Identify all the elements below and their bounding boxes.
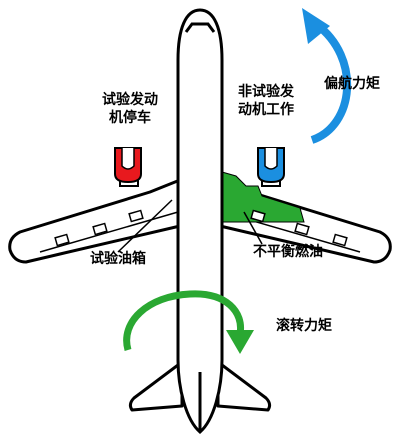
non-test-engine-working-label-line2: 动机工作 <box>238 101 294 118</box>
test-engine-stopped-label-line2: 机停车 <box>109 109 151 126</box>
left-wing-flap-line <box>39 211 179 253</box>
yaw-moment-label: 偏航力矩 <box>324 75 380 92</box>
unbalanced-fuel-label: 不平衡燃油 <box>253 243 323 260</box>
right-flap-fairing-1 <box>250 209 266 223</box>
test-fuel-tank-label: 试验油箱 <box>90 250 146 267</box>
left-horizontal-stabilizer <box>128 360 184 412</box>
left-flap-fairing-2 <box>92 222 108 236</box>
unbalanced-fuel-leader-line <box>243 211 263 245</box>
left-flap-fairing-1 <box>54 233 70 247</box>
yaw-moment-arrowhead <box>302 8 330 44</box>
right-engine-inlet <box>264 148 278 170</box>
left-flap-fairing-3 <box>128 209 144 223</box>
non-test-engine-working-label-line1: 非试验发 <box>238 83 295 100</box>
roll-moment-arrowhead <box>226 330 254 354</box>
test-engine-stopped-label-line1: 试验发动 <box>102 91 158 108</box>
cockpit-windshield <box>184 22 216 33</box>
left-engine-inlet <box>121 148 135 170</box>
roll-moment-arrow <box>123 290 245 351</box>
right-flap-fairing-2 <box>294 222 310 236</box>
right-horizontal-stabilizer <box>216 360 272 412</box>
yaw-moment-arrow <box>310 20 351 144</box>
fuselage <box>176 8 224 434</box>
roll-moment-label: 滚转力矩 <box>276 317 332 334</box>
left-wing <box>8 178 182 264</box>
test-fuel-tank-leader-line <box>117 199 173 253</box>
right-flap-fairing-3 <box>332 233 348 247</box>
